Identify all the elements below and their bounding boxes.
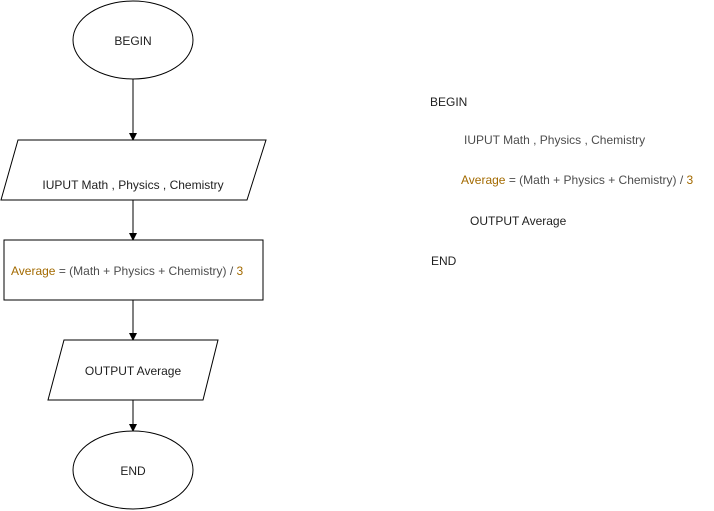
process-label: Average = (Math + Physics + Chemistry) /… [11,264,243,278]
output-parallelogram [47,339,219,401]
pseudo-process: Average = (Math + Physics + Chemistry) /… [461,173,693,187]
end-terminator [72,430,194,510]
process-divisor: 3 [236,264,244,278]
process-expression: = (Math + Physics + Chemistry) / [55,264,237,278]
pseudo-process-divisor: 3 [686,173,694,187]
begin-label: BEGIN [114,34,152,48]
input-label: IUPUT Math , Physics , Chemistry [42,178,224,192]
output-label: OUTPUT Average [84,364,182,378]
process-variable: Average [11,264,56,278]
end-label: END [120,464,146,478]
pseudo-input: IUPUT Math , Physics , Chemistry [464,133,646,147]
pseudo-process-expression: = (Math + Physics + Chemistry) / [505,173,687,187]
process-rectangle [3,239,264,301]
pseudo-end: END [431,254,457,268]
pseudo-begin: BEGIN [430,95,468,109]
input-parallelogram [0,139,267,201]
pseudo-output: OUTPUT Average [470,214,567,228]
pseudo-process-variable: Average [461,173,506,187]
